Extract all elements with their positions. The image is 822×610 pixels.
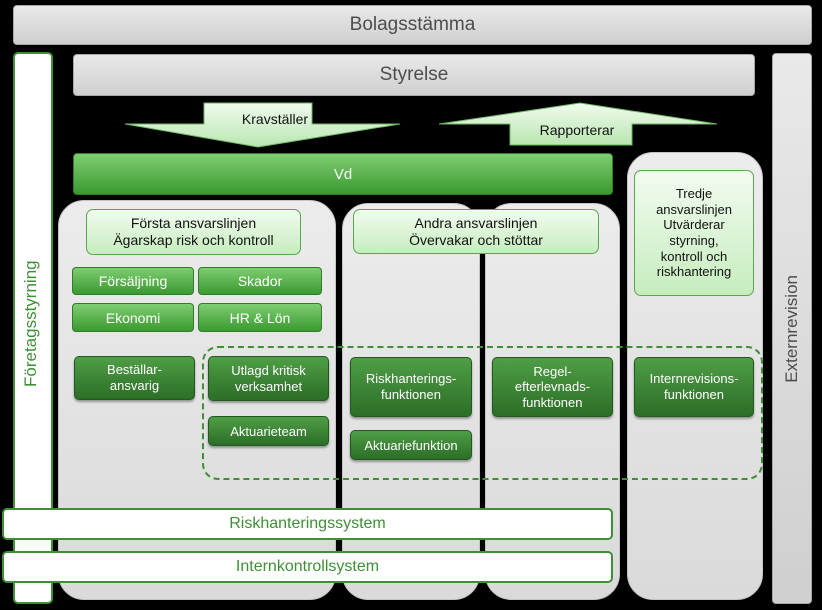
first-line-title: Första ansvarslinjen Ägarskap risk och k…	[86, 209, 301, 255]
hr-payroll-box: HR & Lön	[198, 303, 322, 332]
reporting-label: Rapporterar	[539, 122, 615, 138]
economy-box: Ekonomi	[72, 303, 194, 332]
risk-management-system-bar: Riskhanteringssystem	[2, 508, 613, 540]
claims-box: Skador	[198, 267, 322, 295]
external-audit-bar: Externrevision	[772, 53, 812, 604]
compliance-function-box: Regel- efterlevnads- funktionen	[492, 357, 613, 417]
third-line-title: Tredje ansvarslinjen Utvärderar styrning…	[634, 170, 754, 296]
internal-control-system-label: Internkontrollsystem	[235, 558, 380, 575]
ceo-bar: Vd	[73, 153, 613, 195]
risk-management-function-box: Riskhanterings- funktionen	[350, 357, 472, 417]
shareholders-meeting-label: Bolagsstämma	[349, 14, 476, 35]
board-bar: Styrelse	[73, 54, 755, 96]
second-line-title: Andra ansvarslinjen Övervakar och stötta…	[353, 209, 599, 254]
actuary-team-box: Aktuarieteam	[208, 416, 329, 446]
actuarial-function-box: Aktuariefunktion	[350, 430, 472, 460]
outsourcing-dashed-boundary	[202, 346, 763, 480]
risk-management-system-label: Riskhanteringssystem	[229, 515, 386, 532]
hr-payroll-label: HR & Lön	[229, 309, 291, 326]
shareholders-meeting-bar: Bolagsstämma	[13, 5, 812, 45]
external-audit-label: Externrevision	[782, 274, 801, 383]
sales-box: Försäljning	[72, 267, 194, 295]
outsourced-critical-box: Utlagd kritisk verksamhet	[208, 356, 329, 401]
claims-label: Skador	[237, 273, 283, 289]
requirements-label: Kravställer	[241, 111, 309, 127]
ceo-label: Vd	[333, 165, 353, 183]
board-label: Styrelse	[379, 64, 449, 85]
economy-label: Ekonomi	[105, 309, 161, 326]
corporate-governance-label: Företagsstyrning	[21, 260, 40, 388]
requirements-arrow-down	[124, 102, 401, 148]
reporting-arrow-up	[438, 102, 718, 146]
ordering-responsible-box: Beställar- ansvarig	[74, 356, 195, 400]
sales-label: Försäljning	[98, 273, 168, 289]
arrows-graphic	[124, 102, 718, 148]
internal-audit-function-box: Internrevisions- funktionen	[634, 357, 754, 417]
internal-control-system-bar: Internkontrollsystem	[2, 551, 613, 583]
